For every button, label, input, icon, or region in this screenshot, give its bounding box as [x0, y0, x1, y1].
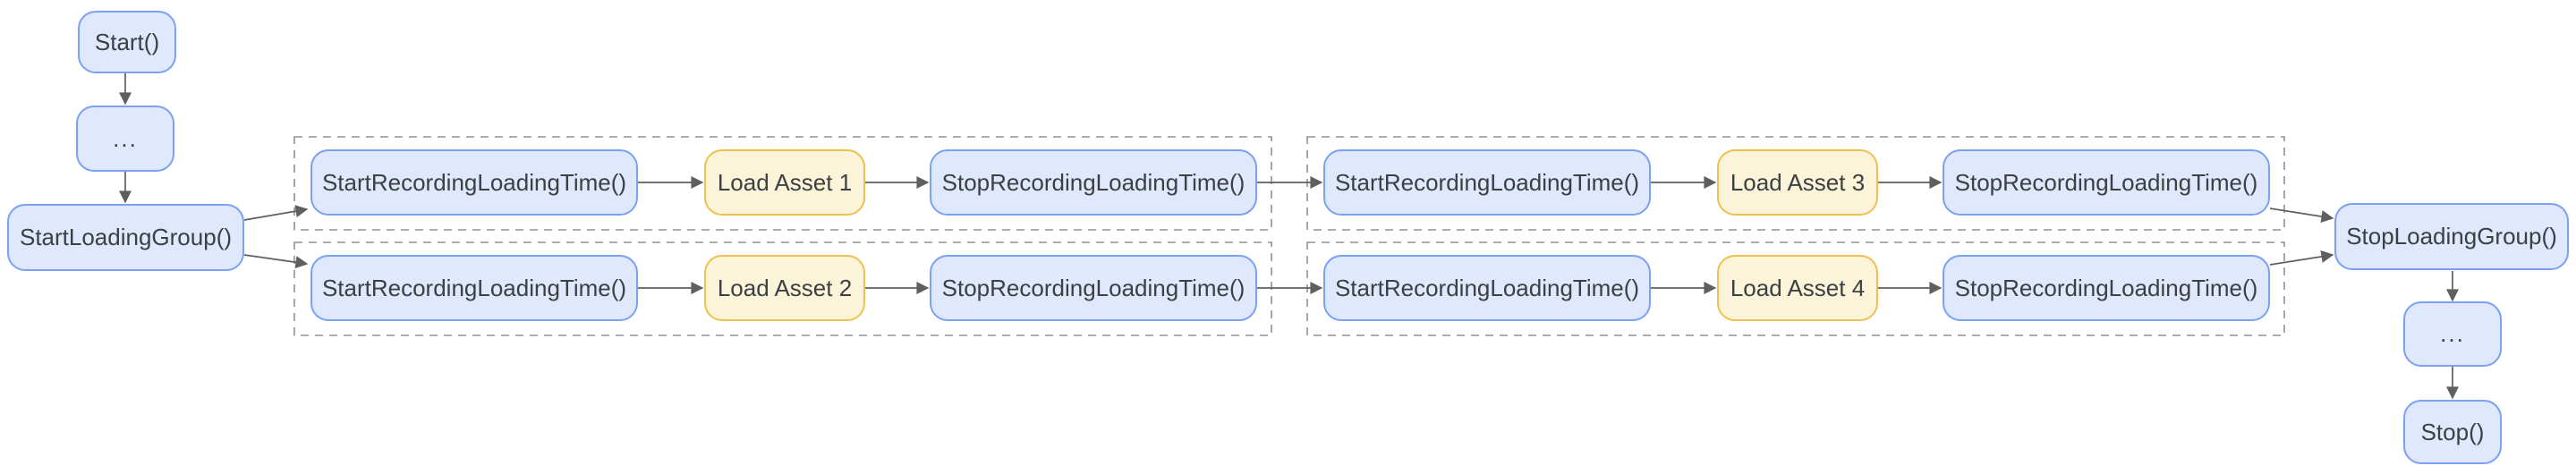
node-stop-recording-1: StopRecordingLoadingTime() [930, 149, 1257, 216]
edge-cluster-3-to-stop-loading-group [2269, 207, 2334, 223]
node-load-asset-1: Load Asset 1 [704, 149, 865, 216]
node-load-asset-3: Load Asset 3 [1717, 149, 1878, 216]
edge-cluster-4-to-stop-loading-group [2269, 250, 2334, 266]
node-start-recording-4: StartRecordingLoadingTime() [1323, 255, 1651, 321]
node-stop-loading-group: StopLoadingGroup() [2334, 203, 2569, 270]
node-start-loading-group: StartLoadingGroup() [7, 204, 244, 271]
node-start: Start() [78, 11, 176, 73]
node-stop-recording-2: StopRecordingLoadingTime() [930, 255, 1257, 321]
node-pre-loading-ellipsis: ... [76, 106, 174, 172]
node-start-recording-2: StartRecordingLoadingTime() [310, 255, 638, 321]
node-start-recording-3: StartRecordingLoadingTime() [1323, 149, 1651, 216]
node-stop: Stop() [2403, 400, 2502, 464]
node-load-asset-4: Load Asset 4 [1717, 255, 1878, 321]
node-stop-recording-4: StopRecordingLoadingTime() [1943, 255, 2270, 321]
node-stop-recording-3: StopRecordingLoadingTime() [1943, 149, 2270, 216]
node-post-loading-ellipsis: ... [2403, 301, 2502, 367]
node-load-asset-2: Load Asset 2 [704, 255, 865, 321]
edge-start-loading-group-to-cluster-2 [243, 254, 309, 269]
edge-start-loading-group-to-cluster-1 [243, 205, 309, 221]
node-start-recording-1: StartRecordingLoadingTime() [310, 149, 638, 216]
